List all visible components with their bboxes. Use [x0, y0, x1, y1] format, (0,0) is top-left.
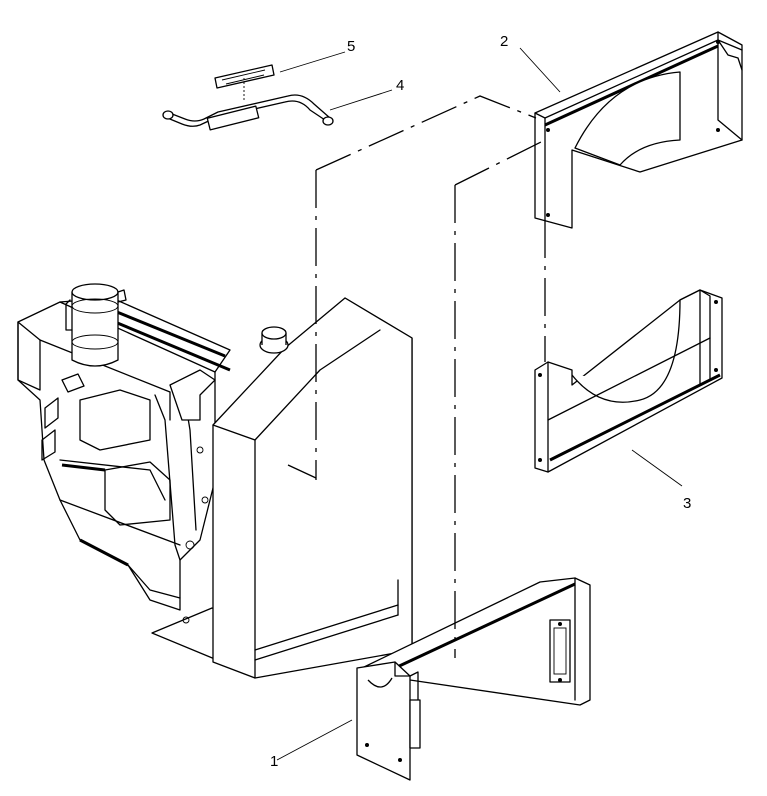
- part-3-lower-shroud: [534, 289, 723, 473]
- part-2-upper-shroud: [534, 31, 743, 229]
- callouts: 1 2 3 4 5: [270, 33, 691, 770]
- callout-5: 5: [347, 38, 355, 55]
- callout-2: 2: [500, 33, 508, 50]
- coolant-tank: [212, 297, 413, 679]
- radiator-assembly: [17, 283, 301, 663]
- part-1-support-bracket: [356, 577, 591, 781]
- part-5-label-plate: [214, 64, 275, 100]
- callout-1: 1: [270, 753, 278, 770]
- leader-lines: [276, 47, 683, 761]
- alignment-lines: [287, 95, 546, 658]
- part-4-clamp-strap: [162, 94, 334, 131]
- callout-4: 4: [396, 77, 404, 94]
- callout-3: 3: [683, 495, 691, 512]
